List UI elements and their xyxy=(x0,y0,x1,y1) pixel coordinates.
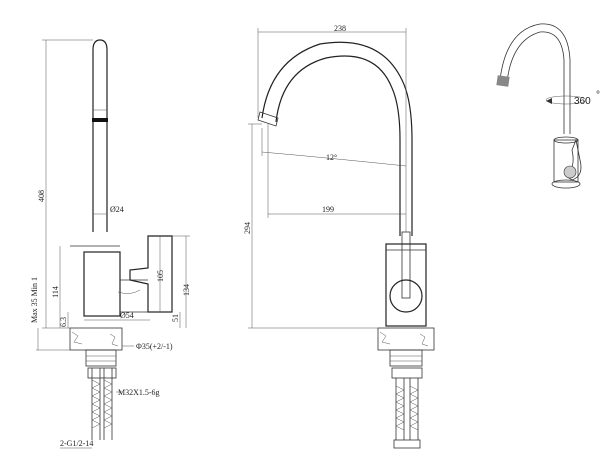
dim-front-height: 294 xyxy=(243,222,252,234)
dim-lever-height: 105 xyxy=(156,270,165,282)
label-rotation: 360 xyxy=(574,96,591,107)
dim-body-right: 134 xyxy=(182,284,191,296)
iso-view xyxy=(496,23,587,189)
dim-deck-max-min: Max 35 Min 1 xyxy=(30,277,39,323)
dim-reach-total: 238 xyxy=(334,24,346,33)
dim-reach-spout: 199 xyxy=(322,205,334,214)
dim-body-diameter: Ø54 xyxy=(120,311,134,320)
label-degree-mark: ° xyxy=(596,90,600,101)
dim-hole-diameter: Φ35(+2/-1) xyxy=(136,342,173,351)
dim-deck-gap: 6.3 xyxy=(59,317,68,327)
dim-height-total: 408 xyxy=(37,190,46,202)
side-view xyxy=(36,39,190,449)
front-view xyxy=(248,28,435,449)
dim-hose-thread: 2-G1/2-14 xyxy=(60,439,93,448)
dim-lever-low: 51 xyxy=(171,314,180,322)
dim-thread: M32X1.5-6g xyxy=(118,388,160,397)
dim-pipe-diameter: Ø24 xyxy=(110,205,124,214)
dim-body-height: 114 xyxy=(51,286,60,298)
dim-angle: 12° xyxy=(326,153,337,162)
